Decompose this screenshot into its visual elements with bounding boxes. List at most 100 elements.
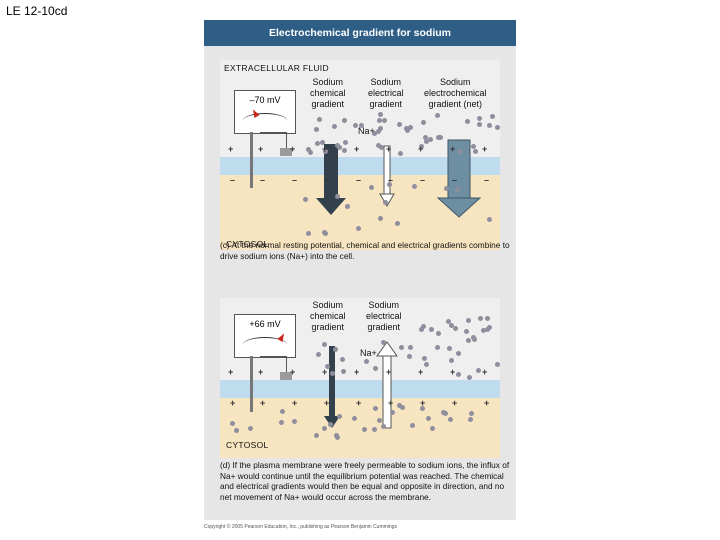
chemical-gradient-arrow	[316, 144, 346, 215]
membrane-charge-sign: –	[230, 175, 236, 185]
slide-label: LE 12-10cd	[6, 4, 68, 18]
copyright: Copyright © 2005 Pearson Education, Inc.…	[204, 524, 397, 530]
na-ion-dot	[456, 350, 462, 356]
na-ion-dot	[486, 217, 492, 223]
membrane-charge-sign: +	[290, 144, 296, 154]
na-ion-dot	[421, 119, 427, 125]
membrane-charge-sign: –	[260, 175, 266, 185]
na-ion-dot	[323, 149, 329, 155]
na-ion-dot	[467, 416, 473, 422]
na-ion-dot	[404, 127, 410, 133]
cytosol-region	[220, 398, 500, 458]
voltmeter-scale	[243, 337, 287, 352]
na-ion-dot	[316, 117, 322, 123]
na-ion-dot	[389, 410, 395, 416]
na-ion-dot	[362, 426, 368, 432]
na-ion-dot	[443, 410, 449, 416]
na-ion-dot	[410, 423, 416, 429]
na-ion-dot	[490, 114, 495, 120]
reference-electrode	[280, 372, 292, 380]
na-ion-dot	[380, 423, 386, 429]
electrochemical-gradient-arrow	[436, 139, 482, 218]
membrane-charge-sign: +	[324, 398, 330, 408]
voltmeter-reading: +66 mV	[249, 319, 281, 329]
electrode-inside	[250, 132, 253, 188]
na-ion-dot	[486, 123, 492, 128]
na-ion-dot	[372, 406, 378, 412]
na-ion-dot	[375, 143, 381, 149]
na-ion-dot	[484, 316, 490, 322]
na-ion-dot	[342, 140, 348, 146]
na-ion-dot	[315, 352, 321, 358]
na-ion-dot	[445, 319, 451, 325]
na-ion-dot	[396, 402, 402, 408]
electrode-wire	[260, 132, 287, 149]
na-ion-dot	[444, 186, 450, 192]
membrane-charge-sign: +	[450, 144, 456, 154]
na-ion-dot	[314, 141, 320, 147]
na-ion-dot	[330, 370, 336, 376]
na-ion-dot	[435, 344, 441, 350]
na-ion-dot	[428, 327, 434, 333]
na-ion-dot	[436, 330, 442, 336]
na-ion-dot	[423, 361, 429, 367]
na-ion-dot	[419, 327, 425, 333]
na-ion-dot	[356, 226, 362, 231]
voltmeter-reading: –70 mV	[249, 95, 281, 105]
na-ion-dot	[378, 111, 384, 117]
membrane-charge-sign: +	[260, 398, 266, 408]
reference-electrode	[280, 148, 292, 156]
na-ion-dot	[233, 428, 239, 434]
na-ion-dot	[429, 425, 435, 431]
na-ion-dot	[469, 410, 475, 416]
membrane-charge-sign: +	[228, 144, 234, 154]
na-ion-dot	[423, 138, 429, 144]
na-ion-dot	[420, 406, 426, 412]
na-ion-dot	[435, 134, 441, 140]
caption-c: (c) At the normal resting potential, che…	[220, 240, 510, 261]
na-ion-dot	[381, 339, 387, 345]
na-ion-dot	[466, 337, 472, 343]
na-ion-dot	[407, 124, 413, 130]
extracellular-label: EXTRACELLULAR FLUID	[224, 63, 329, 73]
membrane-charge-sign: +	[484, 398, 490, 408]
na-ion-dot	[406, 353, 412, 359]
membrane-charge-sign: +	[258, 367, 264, 377]
na-ion-dot	[396, 121, 402, 127]
na-ion-dot	[455, 372, 461, 378]
membrane-charge-sign: +	[386, 144, 392, 154]
membrane-charge-sign: +	[482, 144, 488, 154]
membrane-charge-sign: +	[388, 398, 394, 408]
na-ion-dot	[386, 182, 392, 188]
na-ion-dot	[377, 117, 383, 123]
na-ion-dot	[335, 142, 341, 148]
na-ion-dot	[328, 422, 334, 428]
na-ion-dot	[435, 113, 441, 119]
na-ion-dot	[476, 121, 482, 127]
membrane-charge-sign: +	[482, 367, 488, 377]
na-ion-dot	[447, 417, 453, 423]
na-ion-dot	[478, 316, 484, 322]
na-ion-dot	[306, 230, 312, 236]
na-ion-dot	[421, 356, 427, 362]
na-ion-dot	[481, 327, 487, 333]
caption-d: (d) If the plasma membrane were freely p…	[220, 460, 510, 502]
membrane-charge-sign: +	[356, 398, 362, 408]
cytosol-label: CYTOSOL	[226, 239, 269, 249]
na-ion-dot	[454, 186, 460, 192]
membrane-charge-sign: +	[418, 367, 424, 377]
na-ion-dot	[378, 216, 384, 222]
na-ion-dot	[364, 358, 370, 364]
cytosol-label: CYTOSOL	[226, 440, 269, 450]
na-ion-dot	[465, 119, 471, 124]
panel-c-arrows	[316, 139, 482, 218]
plasma-membrane	[220, 380, 500, 398]
na-ion-dot	[382, 117, 388, 123]
na-ion-dot	[472, 337, 478, 343]
na-ion-dot	[341, 117, 347, 123]
na-ion-dot	[307, 149, 313, 155]
